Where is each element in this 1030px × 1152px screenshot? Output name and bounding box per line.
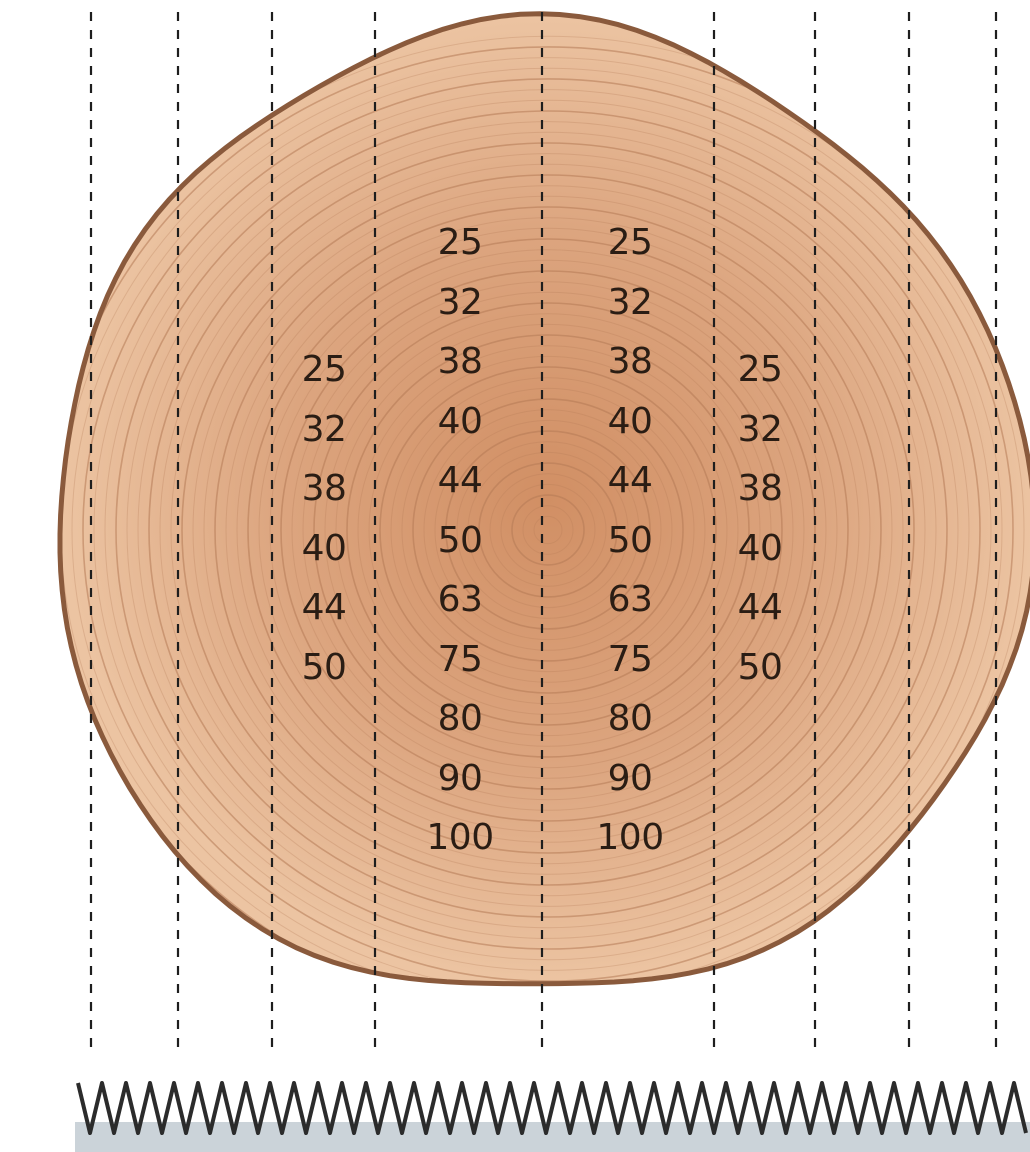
thickness-label: 80 (437, 698, 483, 739)
growth-ring (115, 110, 981, 950)
thickness-label: 40 (437, 400, 483, 442)
growth-ring (214, 206, 882, 854)
thickness-label: 32 (437, 281, 483, 323)
growth-ring (126, 121, 970, 939)
growth-ring (357, 345, 739, 715)
thickness-label: 40 (301, 527, 347, 569)
growth-ring (291, 281, 805, 779)
growth-ring (170, 163, 926, 897)
growth-ring (522, 505, 574, 555)
thickness-column-right-outer: 25 32 38 40 44 50 (736, 340, 784, 697)
growth-ring (445, 430, 651, 630)
growth-ring (489, 473, 607, 587)
growth-ring (511, 494, 585, 566)
saw-cut-lines (89, 12, 998, 1055)
thickness-label: 100 (426, 817, 494, 858)
thickness-label: 63 (437, 579, 483, 620)
growth-ring (390, 377, 706, 683)
growth-ring (434, 419, 662, 641)
growth-ring (181, 174, 915, 886)
thickness-label: 90 (607, 757, 653, 799)
growth-ring (148, 142, 948, 918)
growth-ring (258, 249, 838, 811)
thickness-label: 25 (607, 222, 653, 263)
growth-ring (401, 387, 695, 673)
log-wood (60, 13, 1030, 984)
growth-ring (60, 35, 1030, 984)
log-cross-section-icon (57, 11, 1030, 987)
growth-ring (368, 355, 728, 705)
growth-ring (82, 78, 1014, 982)
growth-ring (313, 302, 783, 758)
thickness-label: 44 (737, 587, 783, 628)
thickness-label: 25 (301, 349, 347, 390)
saw-teeth (76, 1081, 1028, 1135)
growth-ring (60, 46, 1030, 984)
thickness-label: 50 (301, 646, 347, 688)
thickness-label: 50 (607, 519, 653, 561)
growth-ring (71, 67, 1025, 984)
growth-ring (280, 270, 816, 790)
growth-ring (379, 366, 717, 694)
growth-rings (60, 35, 1030, 984)
growth-ring (423, 409, 673, 651)
growth-ring (137, 131, 959, 929)
thickness-label: 50 (737, 646, 783, 688)
thickness-label: 44 (301, 587, 347, 628)
saw-blade-teeth-icon (75, 1081, 1030, 1152)
thickness-label: 32 (737, 408, 783, 450)
log-bark (57, 11, 1030, 987)
growth-ring (203, 195, 893, 865)
growth-ring (159, 153, 937, 907)
thickness-label: 38 (437, 341, 483, 382)
thickness-label: 25 (737, 349, 783, 390)
thickness-label: 40 (607, 400, 653, 442)
thickness-label: 32 (301, 408, 347, 450)
growth-ring (93, 89, 1003, 971)
growth-ring (533, 515, 563, 545)
growth-ring (467, 451, 629, 609)
growth-ring (346, 334, 750, 726)
thickness-label: 44 (437, 460, 483, 501)
growth-ring (225, 217, 871, 843)
thickness-label: 63 (607, 579, 653, 620)
growth-ring (247, 238, 849, 822)
saw-body (75, 1122, 1030, 1152)
thickness-label: 75 (607, 638, 653, 680)
thickness-label: 90 (437, 757, 483, 799)
growth-ring (104, 99, 992, 961)
thickness-label: 80 (607, 698, 653, 739)
thickness-label: 100 (596, 817, 664, 858)
thickness-label: 38 (607, 341, 653, 382)
growth-ring (335, 323, 761, 737)
thickness-label: 75 (437, 638, 483, 680)
growth-ring (236, 227, 860, 833)
growth-ring (478, 462, 618, 598)
thickness-label: 40 (737, 527, 783, 569)
growth-ring (456, 441, 640, 619)
thickness-label: 44 (607, 460, 653, 501)
thickness-column-left-center: 25 32 38 40 44 50 63 75 80 90 100 (426, 213, 494, 868)
thickness-label: 38 (301, 468, 347, 509)
growth-ring (412, 398, 684, 662)
thickness-label: 25 (437, 222, 483, 263)
thickness-label: 50 (437, 519, 483, 561)
thickness-label: 32 (607, 281, 653, 323)
growth-ring (192, 185, 904, 875)
growth-ring (302, 291, 794, 769)
growth-ring (269, 259, 827, 801)
growth-ring (500, 483, 596, 577)
growth-ring (324, 313, 772, 747)
thickness-column-left-outer: 25 32 38 40 44 50 (300, 340, 348, 697)
thickness-label: 38 (737, 468, 783, 509)
thickness-column-right-center: 25 32 38 40 44 50 63 75 80 90 100 (596, 213, 664, 868)
